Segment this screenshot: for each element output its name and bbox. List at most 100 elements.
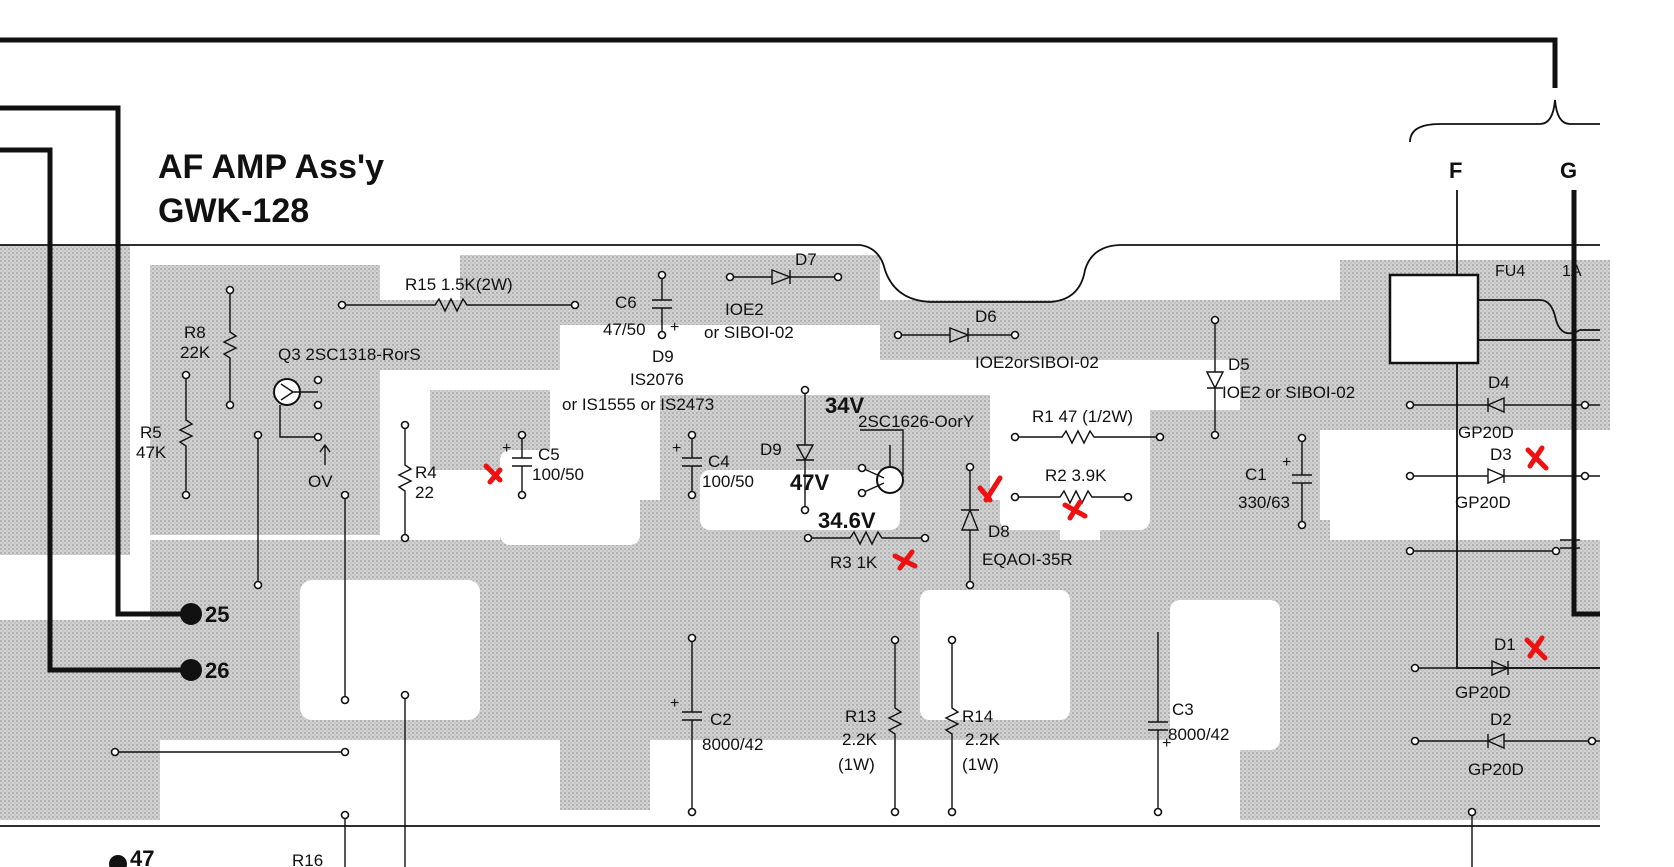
c2-name: C2 bbox=[710, 710, 732, 729]
r14-node-bottom[interactable] bbox=[947, 807, 957, 817]
d7-node-left[interactable] bbox=[725, 272, 735, 282]
r5-node-top[interactable] bbox=[181, 370, 191, 380]
r16-node-top[interactable] bbox=[340, 810, 350, 820]
c4-node-top[interactable] bbox=[687, 430, 697, 440]
lower-left-node-a[interactable] bbox=[110, 747, 120, 757]
d9-zener-name: D9 bbox=[760, 440, 782, 459]
r15-node-right[interactable] bbox=[570, 300, 580, 310]
r1-node-left[interactable] bbox=[1010, 432, 1020, 442]
lower-right-node[interactable] bbox=[1467, 807, 1477, 817]
c5-node-bottom[interactable] bbox=[517, 490, 527, 500]
c1-name: C1 bbox=[1245, 465, 1267, 484]
c5-node-top[interactable] bbox=[517, 430, 527, 440]
q3-node-c[interactable] bbox=[313, 400, 323, 410]
d6-node-right[interactable] bbox=[1010, 330, 1020, 340]
r14-node-top[interactable] bbox=[947, 635, 957, 645]
c6-node-top[interactable] bbox=[657, 270, 667, 280]
c4-wire bbox=[682, 435, 702, 495]
d5-node-bottom[interactable] bbox=[1210, 430, 1220, 440]
c4-node-bottom[interactable] bbox=[687, 490, 697, 500]
d8-node-top[interactable] bbox=[965, 462, 975, 472]
r8-wire bbox=[222, 290, 238, 405]
d4-node-right[interactable] bbox=[1580, 400, 1590, 410]
c1-plus: + bbox=[1282, 454, 1291, 471]
r2-node-left[interactable] bbox=[1010, 492, 1020, 502]
r1-wire bbox=[1015, 429, 1160, 445]
d5-node-top[interactable] bbox=[1210, 315, 1220, 325]
d9-node-bottom[interactable] bbox=[800, 505, 810, 515]
d5-type: IOE2 or SIBOI-02 bbox=[1222, 383, 1355, 402]
c3-name: C3 bbox=[1172, 700, 1194, 719]
c5-plus: + bbox=[502, 440, 511, 457]
r3-node-left[interactable] bbox=[803, 533, 813, 543]
d1-node-left[interactable] bbox=[1410, 663, 1420, 673]
terminal-26-label: 26 bbox=[205, 658, 229, 683]
wire-right-link bbox=[1410, 539, 1580, 552]
d3-node-right[interactable] bbox=[1580, 471, 1590, 481]
column-g-label: G bbox=[1560, 158, 1577, 183]
q3-node-b[interactable] bbox=[313, 375, 323, 385]
r15-node-left[interactable] bbox=[337, 300, 347, 310]
r5-node-bottom[interactable] bbox=[181, 490, 191, 500]
r4-node-top[interactable] bbox=[400, 420, 410, 430]
d2-node-left[interactable] bbox=[1410, 736, 1420, 746]
c2-node-bottom[interactable] bbox=[687, 807, 697, 817]
d4-name: D4 bbox=[1488, 373, 1510, 392]
r2-node-right[interactable] bbox=[1123, 492, 1133, 502]
q1-voltage: 34V bbox=[825, 393, 864, 418]
terminal-47[interactable] bbox=[109, 855, 127, 867]
terminal-47-label: 47 bbox=[130, 846, 154, 867]
d3-node-left[interactable] bbox=[1405, 471, 1415, 481]
right-node-2[interactable] bbox=[1551, 546, 1561, 556]
d8-wire bbox=[960, 467, 980, 585]
d3-wire bbox=[1410, 467, 1600, 485]
left-node-top[interactable] bbox=[253, 430, 263, 440]
q1-node-b[interactable] bbox=[857, 463, 867, 473]
q1-node-e[interactable] bbox=[857, 488, 867, 498]
q1-transistor bbox=[876, 466, 904, 494]
d7-wire bbox=[730, 268, 838, 286]
r13-node-bottom[interactable] bbox=[890, 807, 900, 817]
lower-mid-node[interactable] bbox=[400, 690, 410, 700]
c3-node-bottom[interactable] bbox=[1153, 807, 1163, 817]
d2-node-right[interactable] bbox=[1587, 736, 1597, 746]
r8-node-top[interactable] bbox=[225, 285, 235, 295]
lower-left-node-b[interactable] bbox=[340, 747, 350, 757]
assembly-part-number: GWK-128 bbox=[158, 192, 309, 230]
c4-value: 100/50 bbox=[702, 472, 754, 491]
c5-name: C5 bbox=[538, 445, 560, 464]
r5-wire bbox=[178, 375, 194, 495]
d7-node-right[interactable] bbox=[833, 272, 843, 282]
d7-name: D7 bbox=[795, 250, 817, 269]
d1-mark bbox=[1524, 635, 1548, 661]
c1-node-top[interactable] bbox=[1297, 433, 1307, 443]
c1-node-bottom[interactable] bbox=[1297, 520, 1307, 530]
right-node[interactable] bbox=[1405, 546, 1415, 556]
r13-wattage: (1W) bbox=[838, 755, 875, 774]
r8-node-bottom[interactable] bbox=[225, 400, 235, 410]
r13-node-top[interactable] bbox=[890, 635, 900, 645]
d9-node-top[interactable] bbox=[800, 385, 810, 395]
r3-node-right[interactable] bbox=[920, 533, 930, 543]
c6-plus: + bbox=[670, 319, 679, 336]
c6-node-bottom[interactable] bbox=[657, 330, 667, 340]
d4-node-left[interactable] bbox=[1405, 400, 1415, 410]
d8-node-bottom[interactable] bbox=[965, 580, 975, 590]
r3-voltage: 34.6V bbox=[818, 508, 876, 533]
d9-zener-wire bbox=[795, 390, 815, 510]
ov-node-bottom[interactable] bbox=[340, 695, 350, 705]
r1-node-right[interactable] bbox=[1155, 432, 1165, 442]
d1-type: GP20D bbox=[1455, 683, 1511, 702]
ov-node-top[interactable] bbox=[340, 490, 350, 500]
d7-type1: IOE2 bbox=[725, 300, 764, 319]
terminal-25[interactable] bbox=[180, 603, 202, 625]
r4-node-bottom[interactable] bbox=[400, 533, 410, 543]
left-node-bottom[interactable] bbox=[253, 580, 263, 590]
c2-node-top[interactable] bbox=[687, 633, 697, 643]
d6-node-left[interactable] bbox=[893, 330, 903, 340]
c3-plus: + bbox=[1162, 735, 1171, 752]
r2-wire bbox=[1015, 489, 1128, 505]
terminal-26[interactable] bbox=[180, 659, 202, 681]
q3-node-e[interactable] bbox=[313, 432, 323, 442]
d3-type: GP20D bbox=[1455, 493, 1511, 512]
